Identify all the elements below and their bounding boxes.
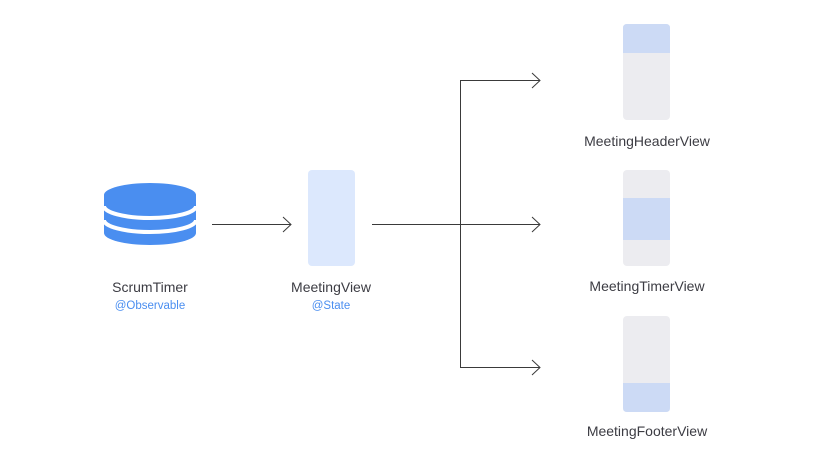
footer-highlight — [623, 383, 670, 412]
parent-annotation: @State — [311, 300, 351, 312]
header-view-name: MeetingHeaderView — [584, 133, 710, 149]
header-highlight — [623, 24, 670, 53]
meeting-header-view-card — [623, 24, 670, 120]
source-name: ScrumTimer — [112, 279, 188, 295]
arrow-source-to-parent — [212, 216, 292, 233]
source-label: ScrumTimer @Observable — [40, 279, 260, 312]
database-icon — [102, 183, 198, 245]
footer-view-label: MeetingFooterView — [537, 423, 757, 439]
meeting-view-card — [308, 170, 355, 266]
parent-label: MeetingView @State — [221, 279, 441, 312]
timer-view-name: MeetingTimerView — [589, 278, 705, 294]
arrow-to-header — [531, 72, 541, 89]
timer-highlight — [623, 198, 670, 240]
source-annotation: @Observable — [114, 300, 186, 312]
footer-view-name: MeetingFooterView — [586, 423, 708, 439]
arrow-to-footer — [531, 359, 541, 376]
header-view-label: MeetingHeaderView — [537, 133, 757, 149]
meeting-footer-view-card — [623, 316, 670, 412]
meeting-timer-view-card — [623, 170, 670, 266]
arrow-to-timer — [531, 216, 541, 233]
branch-connector — [372, 80, 540, 368]
timer-view-label: MeetingTimerView — [537, 278, 757, 294]
parent-name: MeetingView — [291, 279, 371, 295]
